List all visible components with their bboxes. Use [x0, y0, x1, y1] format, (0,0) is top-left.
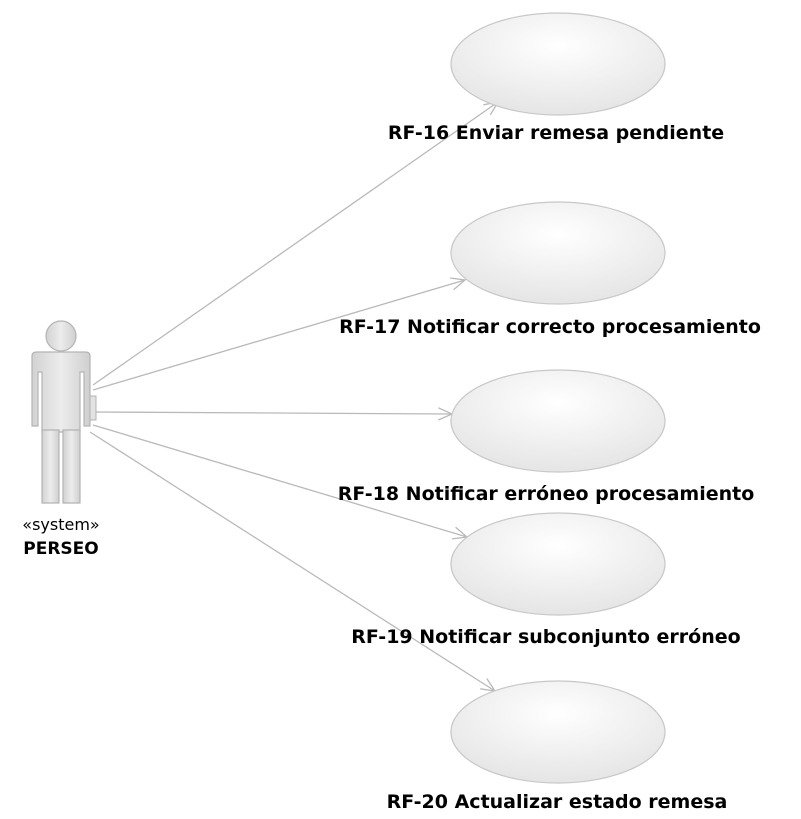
- arrowhead-icon: [450, 277, 467, 291]
- associations: [89, 101, 500, 692]
- association-line: [92, 101, 499, 386]
- use-case-ellipse: [450, 12, 666, 116]
- use-case-ellipse: [450, 201, 666, 305]
- actor[interactable]: «system» PERSEO: [22, 320, 100, 559]
- association-line: [92, 411, 453, 415]
- use-case-label: RF-19 Notificar subconjunto erróneo: [351, 626, 740, 648]
- use-case-label: RF-18 Notificar erróneo procesamiento: [338, 483, 755, 505]
- use-case-label: RF-17 Notificar correcto procesamiento: [339, 316, 761, 338]
- actor-head: [45, 320, 77, 352]
- use-case-ellipse: [450, 512, 666, 616]
- use-case-rf-17[interactable]: RF-17 Notificar correcto procesamiento: [339, 201, 761, 338]
- use-case-ellipse: [450, 369, 666, 473]
- actor-right-leg: [62, 429, 81, 504]
- actor-stereotype: «system»: [22, 515, 99, 534]
- use-case-label: RF-20 Actualizar estado remesa: [387, 791, 728, 813]
- association-line: [92, 279, 466, 391]
- association-rf-16[interactable]: [92, 101, 500, 386]
- actor-port: [89, 395, 97, 421]
- use-case-rf-19[interactable]: RF-19 Notificar subconjunto erróneo: [351, 512, 741, 648]
- use-case-label: RF-16 Enviar remesa pendiente: [388, 122, 724, 144]
- actor-torso: [31, 351, 91, 433]
- association-rf-18[interactable]: [92, 407, 454, 421]
- use-case-rf-16[interactable]: RF-16 Enviar remesa pendiente: [388, 12, 724, 144]
- association-line: [92, 424, 468, 538]
- stick-figure-icon: [31, 320, 97, 504]
- association-line: [89, 431, 496, 692]
- association-rf-20[interactable]: [89, 431, 497, 692]
- use-case-ellipse: [450, 680, 666, 784]
- association-rf-17[interactable]: [92, 277, 467, 391]
- actor-left-leg: [41, 429, 60, 504]
- actor-name: PERSEO: [23, 539, 98, 559]
- association-rf-19[interactable]: [92, 424, 469, 540]
- use-case-rf-18[interactable]: RF-18 Notificar erróneo procesamiento: [338, 369, 755, 505]
- use-case-rf-20[interactable]: RF-20 Actualizar estado remesa: [387, 680, 728, 813]
